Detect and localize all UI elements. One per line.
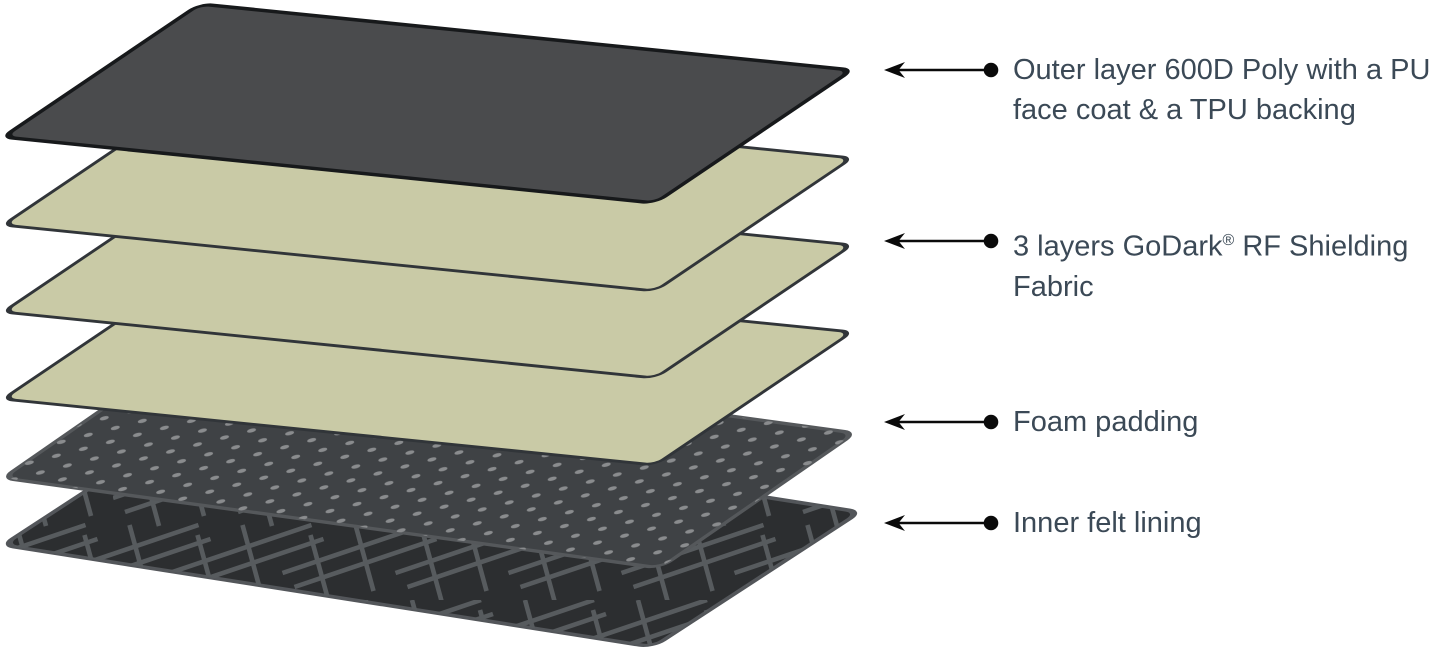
arrow-dot	[983, 233, 999, 249]
label-rf-shielding-text: 3 layers GoDark	[1013, 230, 1223, 263]
callout-arrow-foam	[884, 414, 999, 430]
label-foam-padding: Foam padding	[1013, 402, 1449, 442]
layer-outer-poly	[5, 3, 850, 204]
arrow-head	[884, 233, 905, 249]
arrow-dot	[983, 515, 999, 531]
arrow-head	[884, 62, 905, 78]
label-outer-layer: Outer layer 600D Poly with a PU face coa…	[1013, 50, 1449, 130]
arrow-dot	[983, 414, 999, 430]
callout-arrow-outer	[884, 62, 999, 78]
label-inner-felt: Inner felt lining	[1013, 503, 1449, 543]
arrow-head	[884, 414, 905, 430]
callout-arrow-felt	[884, 515, 999, 531]
arrow-head	[884, 515, 905, 531]
arrow-dot	[983, 62, 999, 78]
label-foam-padding-text: Foam padding	[1013, 406, 1199, 438]
label-rf-shielding: 3 layers GoDark® RF Shielding Fabric	[1013, 221, 1449, 307]
callout-arrow-shielding	[884, 233, 999, 249]
label-inner-felt-text: Inner felt lining	[1013, 507, 1202, 539]
registered-trademark-symbol: ®	[1222, 232, 1235, 249]
label-outer-layer-text: Outer layer 600D Poly with a PU face coa…	[1013, 54, 1431, 126]
label-rf-shielding-text-2: RF Shielding Fabric	[1013, 230, 1409, 303]
